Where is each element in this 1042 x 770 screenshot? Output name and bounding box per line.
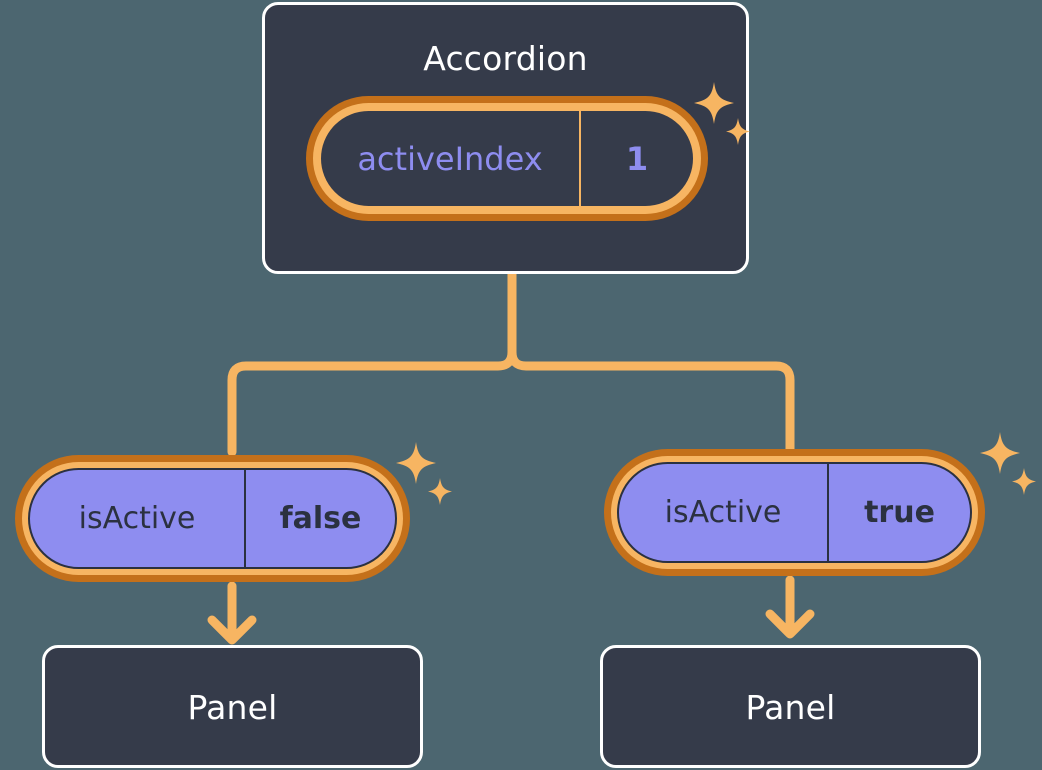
pill-body: activeIndex 1 <box>319 109 695 208</box>
panel-right-title: Panel <box>745 688 836 727</box>
component-node-panel-right[interactable]: Panel <box>600 645 981 768</box>
arrow-down-right-head <box>765 609 815 639</box>
state-pill-is-active-false[interactable]: isActive false <box>15 455 410 582</box>
state-value-is-active-right: true <box>864 495 935 530</box>
panel-left-title: Panel <box>187 688 278 727</box>
pill-body: isActive true <box>617 462 972 563</box>
pill-ring-inner: isActive true <box>611 456 978 569</box>
pill-ring-inner: isActive false <box>22 462 403 575</box>
arrow-down-left-head <box>207 615 257 645</box>
component-node-panel-left[interactable]: Panel <box>42 645 423 768</box>
state-value-active-index: 1 <box>625 139 649 178</box>
connector-branch-right <box>507 347 795 457</box>
state-key-is-active-right: isActive <box>619 464 829 561</box>
state-key-is-active-left: isActive <box>30 470 246 567</box>
state-value-is-active-left: false <box>279 501 362 536</box>
pill-ring-inner: activeIndex 1 <box>313 103 701 214</box>
connector-branch-left <box>227 347 517 457</box>
state-pill-active-index[interactable]: activeIndex 1 <box>306 96 708 221</box>
state-key-active-index: activeIndex <box>321 111 581 206</box>
accordion-title: Accordion <box>423 39 588 78</box>
pill-body: isActive false <box>28 468 397 569</box>
state-pill-is-active-true[interactable]: isActive true <box>604 449 985 576</box>
